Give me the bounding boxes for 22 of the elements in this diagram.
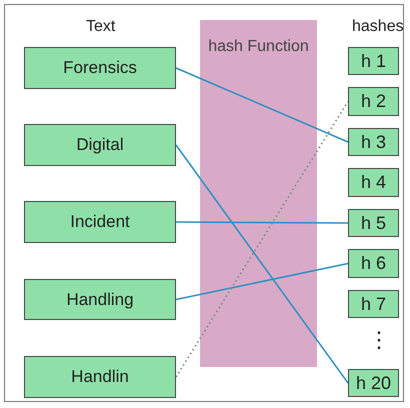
connector-line xyxy=(176,67,348,143)
hash-box: h 7 xyxy=(348,290,399,318)
hash-box: h 3 xyxy=(348,128,399,156)
connector-line xyxy=(175,144,349,384)
hash-box: h 5 xyxy=(348,209,399,237)
connector-line xyxy=(176,262,348,300)
text-box: Handling xyxy=(24,279,176,320)
band-title: hash Function xyxy=(200,22,317,72)
ellipsis: ⋮ xyxy=(368,326,390,354)
hash-box: h 1 xyxy=(348,47,399,75)
text-box: Digital xyxy=(24,124,176,166)
hash-box: h 6 xyxy=(348,249,399,278)
connector-line xyxy=(176,221,348,224)
hash-box: h 2 xyxy=(348,87,399,116)
text-box: Handlin xyxy=(24,356,176,398)
text-box: Forensics xyxy=(24,47,176,89)
hash-box: h 20 xyxy=(348,369,399,397)
text-box: Incident xyxy=(24,201,176,243)
column-heading: Text xyxy=(86,18,116,36)
connector-line xyxy=(175,101,349,378)
hash-box: h 4 xyxy=(348,168,399,197)
column-heading: hashes xyxy=(352,18,404,36)
